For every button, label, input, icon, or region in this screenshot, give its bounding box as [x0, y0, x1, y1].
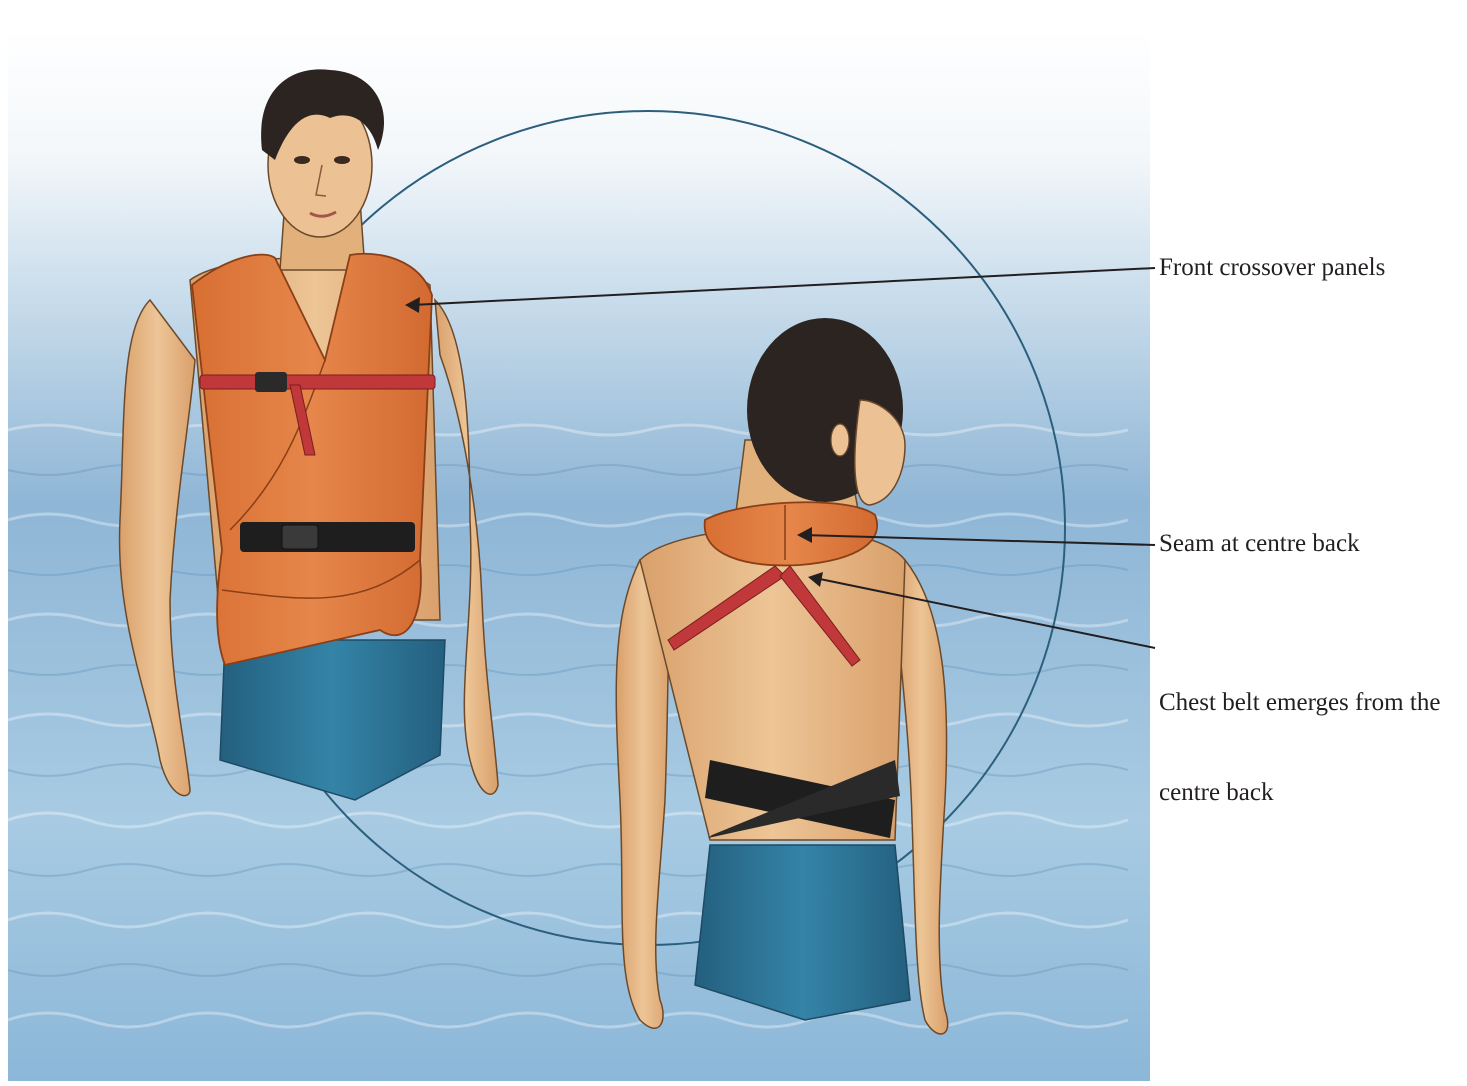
back-shorts — [695, 845, 910, 1020]
front-waist-buckle — [282, 525, 318, 549]
water-background — [8, 30, 1150, 1081]
callout-chest-belt-line1: Chest belt emerges from the — [1159, 688, 1467, 718]
front-chest-strap — [200, 375, 435, 389]
front-chest-buckle — [255, 372, 287, 392]
front-waist-belt — [240, 522, 415, 552]
callout-chest-belt-line2: centre back — [1159, 778, 1467, 808]
callout-front-crossover-panels: Front crossover panels — [1159, 253, 1385, 283]
callout-seam-centre-back: Seam at centre back — [1159, 529, 1360, 559]
callout-chest-belt: Chest belt emerges from the centre back — [1159, 628, 1467, 838]
